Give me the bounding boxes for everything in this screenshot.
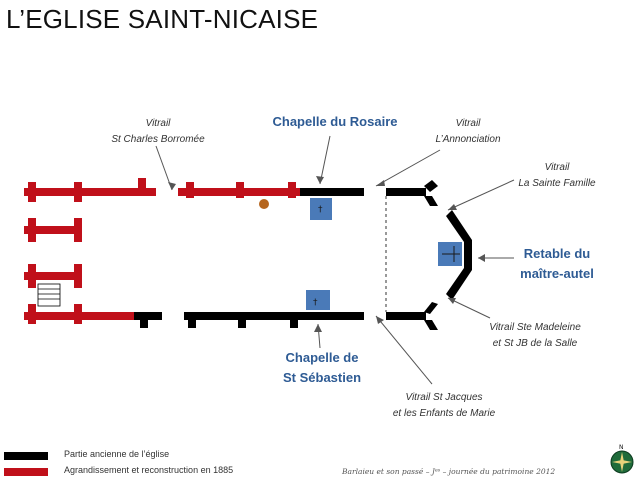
legend-label-old: Partie ancienne de l’église [64,449,170,459]
label-chapelle-sebastien: Chapelle de St Sébastien [282,350,362,385]
label-vitrail-madeleine: Vitrail Ste Madeleine et St JB de la Sal… [489,322,581,349]
top-wall-new [24,178,300,202]
position-marker [259,199,269,209]
page-title: L’EGLISE SAINT-NICAISE [6,4,319,34]
west-wall-new [24,218,82,288]
top-wall-old [300,180,438,206]
apse-wall [446,210,472,300]
legend-swatch-old [4,452,48,460]
legend-label-new: Agrandissement et reconstruction en 1885 [64,465,234,475]
bottom-wall-old [134,302,438,330]
label-chapelle-rosaire: Chapelle du Rosaire [272,114,398,129]
compass-rose-icon: N [610,444,634,474]
label-vitrail-annonciation: Vitrail L’Annonciation [435,118,501,145]
label-vitrail-famille: Vitrail La Sainte Famille [518,162,596,189]
chapelle-rosaire-box [310,198,332,220]
arrow-heads [168,176,485,332]
label-retable: Retable du maître-autel [520,246,594,281]
legend-swatch-new [4,468,48,476]
credit-text: Barlaieu et son passé – Jᵉˢ – journée du… [342,467,556,476]
chapelle-sebastien-box [306,290,330,310]
svg-text:N: N [619,444,624,451]
bottom-wall-new [24,304,134,324]
cross-icon: † [318,205,323,215]
label-vitrail-jacques: Vitrail St Jacques et les Enfants de Mar… [392,392,496,419]
label-vitrail-borromee: Vitrail St Charles Borromée [111,118,205,145]
stairs [37,283,61,307]
cross-icon: † [313,298,318,308]
